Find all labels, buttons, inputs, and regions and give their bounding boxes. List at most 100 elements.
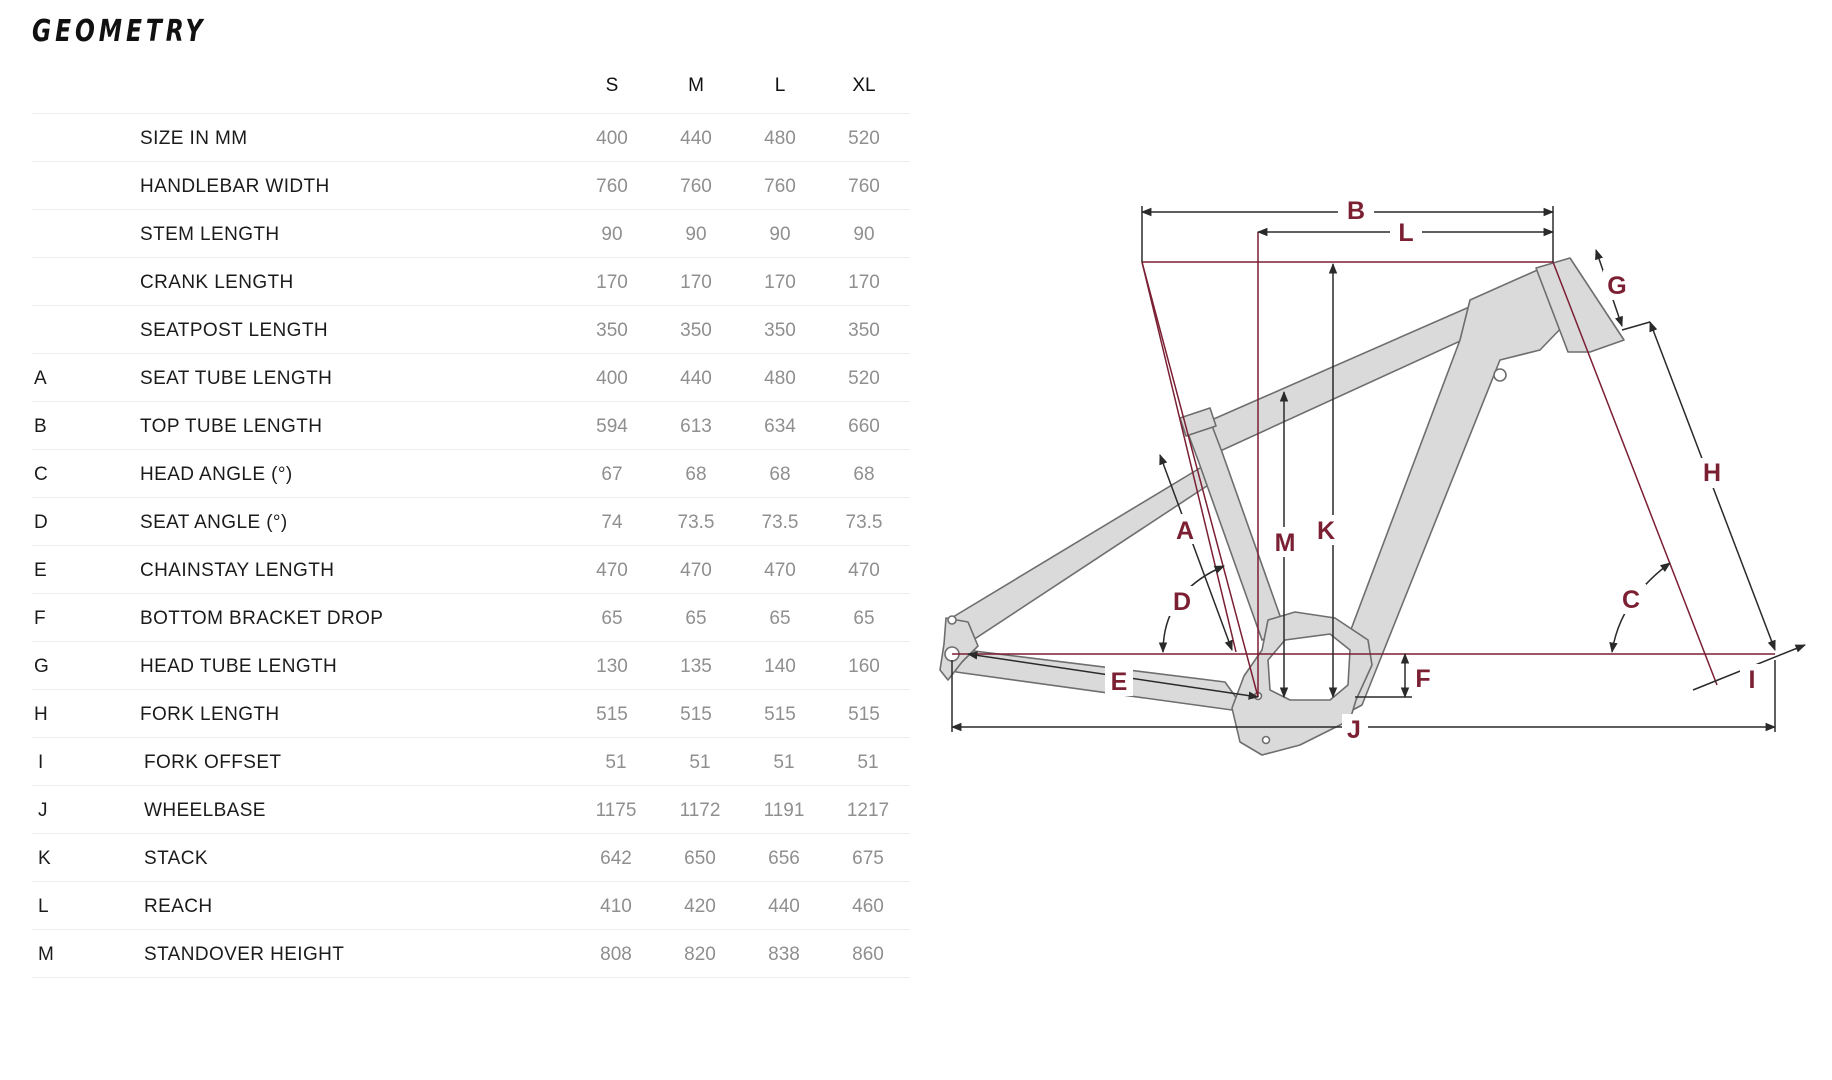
row-value-xl: 520 — [848, 128, 880, 149]
row-label: HEAD ANGLE (°) — [140, 464, 293, 485]
row-value-xl: 90 — [853, 224, 875, 245]
label-H: H — [1703, 459, 1721, 487]
row-label: FORK OFFSET — [144, 752, 282, 773]
row-value-s: 170 — [596, 272, 628, 293]
row-label: HANDLEBAR WIDTH — [140, 176, 330, 197]
row-value-s: 515 — [596, 704, 628, 725]
row-value-m: 1172 — [679, 800, 721, 821]
dropout-bolt — [947, 615, 957, 625]
row-value-l: 656 — [768, 848, 800, 869]
row-value-m: 820 — [684, 944, 716, 965]
row-value-s: 400 — [596, 368, 628, 389]
label-I: I — [1749, 666, 1756, 694]
row-value-xl: 675 — [852, 848, 884, 869]
row-label: TOP TUBE LENGTH — [140, 416, 323, 437]
row-value-xl: 860 — [852, 944, 884, 965]
label-K: K — [1317, 517, 1335, 545]
row-value-l: 350 — [764, 320, 796, 341]
row-value-m: 650 — [684, 848, 716, 869]
size-header-l: L — [774, 75, 786, 96]
row-value-s: 67 — [601, 464, 623, 485]
row-value-s: 594 — [596, 416, 628, 437]
row-value-s: 808 — [600, 944, 632, 965]
row-value-xl: 520 — [848, 368, 880, 389]
row-value-m: 613 — [680, 416, 712, 437]
dimension-labels: B L G H K M A D C E F I J — [1105, 197, 1762, 744]
row-letter: J — [38, 800, 48, 821]
dropout — [939, 617, 979, 681]
row-label: FORK LENGTH — [140, 704, 280, 725]
row-value-l: 170 — [764, 272, 796, 293]
row-value-xl: 170 — [848, 272, 880, 293]
row-letter: G — [34, 656, 49, 677]
page-title: GEOMETRY — [32, 14, 207, 49]
head-tube — [1535, 257, 1625, 353]
label-C: C — [1622, 586, 1640, 614]
size-header-m: M — [688, 75, 704, 96]
row-letter: D — [34, 512, 48, 533]
row-value-s: 1175 — [595, 800, 637, 821]
row-value-m: 515 — [680, 704, 712, 725]
row-value-xl: 660 — [848, 416, 880, 437]
row-value-m: 51 — [689, 752, 711, 773]
row-value-l: 140 — [764, 656, 796, 677]
label-J: J — [1347, 716, 1361, 744]
size-header-xl: XL — [852, 75, 876, 96]
row-value-l: 634 — [764, 416, 796, 437]
main-triangle — [1179, 257, 1625, 756]
row-value-s: 74 — [601, 512, 623, 533]
row-value-l: 515 — [764, 704, 796, 725]
row-value-s: 410 — [600, 896, 632, 917]
steering-axis — [1552, 261, 1718, 686]
seat-collar — [1179, 407, 1217, 437]
pivot-bolt — [1493, 368, 1507, 382]
row-value-m: 170 — [680, 272, 712, 293]
label-E: E — [1111, 668, 1128, 696]
row-value-l: 1191 — [763, 800, 805, 821]
row-letter: B — [34, 416, 47, 437]
row-value-m: 135 — [680, 656, 712, 677]
row-value-s: 760 — [596, 176, 628, 197]
row-label: SEATPOST LENGTH — [140, 320, 328, 341]
row-label: CHAINSTAY LENGTH — [140, 560, 335, 581]
row-value-xl: 350 — [848, 320, 880, 341]
row-value-m: 470 — [680, 560, 712, 581]
row-letter: K — [38, 848, 51, 869]
row-value-s: 90 — [601, 224, 623, 245]
size-header-s: S — [605, 75, 619, 96]
row-value-m: 350 — [680, 320, 712, 341]
row-value-m: 73.5 — [677, 512, 715, 533]
bb-bolt-2 — [1261, 735, 1271, 745]
row-letter: A — [34, 368, 47, 389]
row-value-s: 130 — [596, 656, 628, 677]
label-B: B — [1347, 197, 1365, 225]
row-letter: I — [38, 752, 44, 773]
row-letter: H — [34, 704, 48, 725]
row-value-l: 65 — [769, 608, 791, 629]
row-value-s: 400 — [596, 128, 628, 149]
row-value-l: 51 — [773, 752, 795, 773]
label-D: D — [1173, 588, 1191, 616]
row-label: HEAD TUBE LENGTH — [140, 656, 338, 677]
row-value-m: 68 — [685, 464, 707, 485]
row-value-s: 470 — [596, 560, 628, 581]
row-value-l: 73.5 — [761, 512, 799, 533]
row-value-l: 480 — [764, 128, 796, 149]
row-value-xl: 760 — [848, 176, 880, 197]
label-M: M — [1275, 529, 1296, 557]
label-F: F — [1415, 665, 1430, 693]
row-value-m: 65 — [685, 608, 707, 629]
